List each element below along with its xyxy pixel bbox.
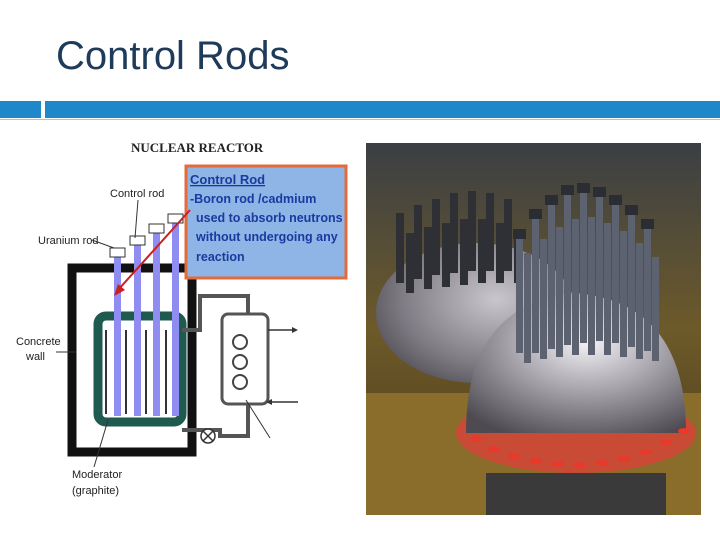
- leader-moderator: [93, 419, 109, 468]
- callout-line-2: used to absorb neutrons: [196, 211, 343, 225]
- water-in-arrow: [266, 399, 272, 405]
- reactor-diagram: NUCLEAR REACTOR: [10, 130, 355, 510]
- steam-out-arrow: [292, 327, 298, 333]
- label-uranium-rod: Uranium rod: [38, 235, 99, 247]
- leader-control-rod: [134, 199, 139, 239]
- label-moderator-2: (graphite): [72, 485, 119, 497]
- pipe-leader: [245, 399, 271, 439]
- callout-arrow-head: [114, 284, 125, 296]
- title-accent-bar-right: [45, 101, 720, 118]
- control-rod-3: [153, 230, 160, 416]
- coil-3: [232, 374, 248, 390]
- reactor-base: [486, 473, 666, 515]
- callout-line-4: reaction: [196, 250, 245, 264]
- leader-uranium-rod: [91, 239, 115, 249]
- title-accent-bar-left: [0, 101, 41, 118]
- callout-box: [184, 164, 348, 280]
- coolant-pipe-out: [182, 294, 250, 332]
- heat-exchanger: [220, 312, 270, 406]
- control-rod-1: [114, 254, 121, 416]
- reactor-photo-illustration: [366, 143, 701, 515]
- diagram-heading: NUCLEAR REACTOR: [131, 140, 264, 155]
- title-accent-underline: [0, 119, 720, 120]
- pump-cross-2: [202, 430, 214, 442]
- callout-arrow-line: [117, 209, 191, 291]
- label-concrete-1: Concrete: [16, 336, 61, 348]
- reactor-diagram-svg: NUCLEAR REACTOR: [16, 140, 348, 497]
- control-rod-cap-3: [148, 223, 165, 234]
- control-rod-4: [172, 220, 179, 416]
- label-concrete-2: wall: [25, 351, 45, 363]
- reactor-photo: [366, 143, 701, 515]
- label-moderator-1: Moderator: [72, 469, 122, 481]
- callout-title: Control Rod: [190, 172, 265, 187]
- front-dome-rods: [516, 187, 659, 363]
- control-rod-cap-2: [129, 235, 146, 246]
- control-rod-2: [134, 242, 141, 416]
- coil-1: [232, 334, 248, 350]
- label-control-rod: Control rod: [110, 188, 164, 200]
- flange-bolts: [470, 428, 690, 468]
- callout-line-1: -Boron rod /cadmium: [190, 192, 316, 206]
- slide-title: Control Rods: [56, 34, 290, 78]
- coil-2: [232, 354, 248, 370]
- front-dome-rod-caps: [513, 183, 654, 239]
- control-rod-cap-1: [109, 247, 126, 258]
- callout-line-3: without undergoing any: [195, 230, 338, 244]
